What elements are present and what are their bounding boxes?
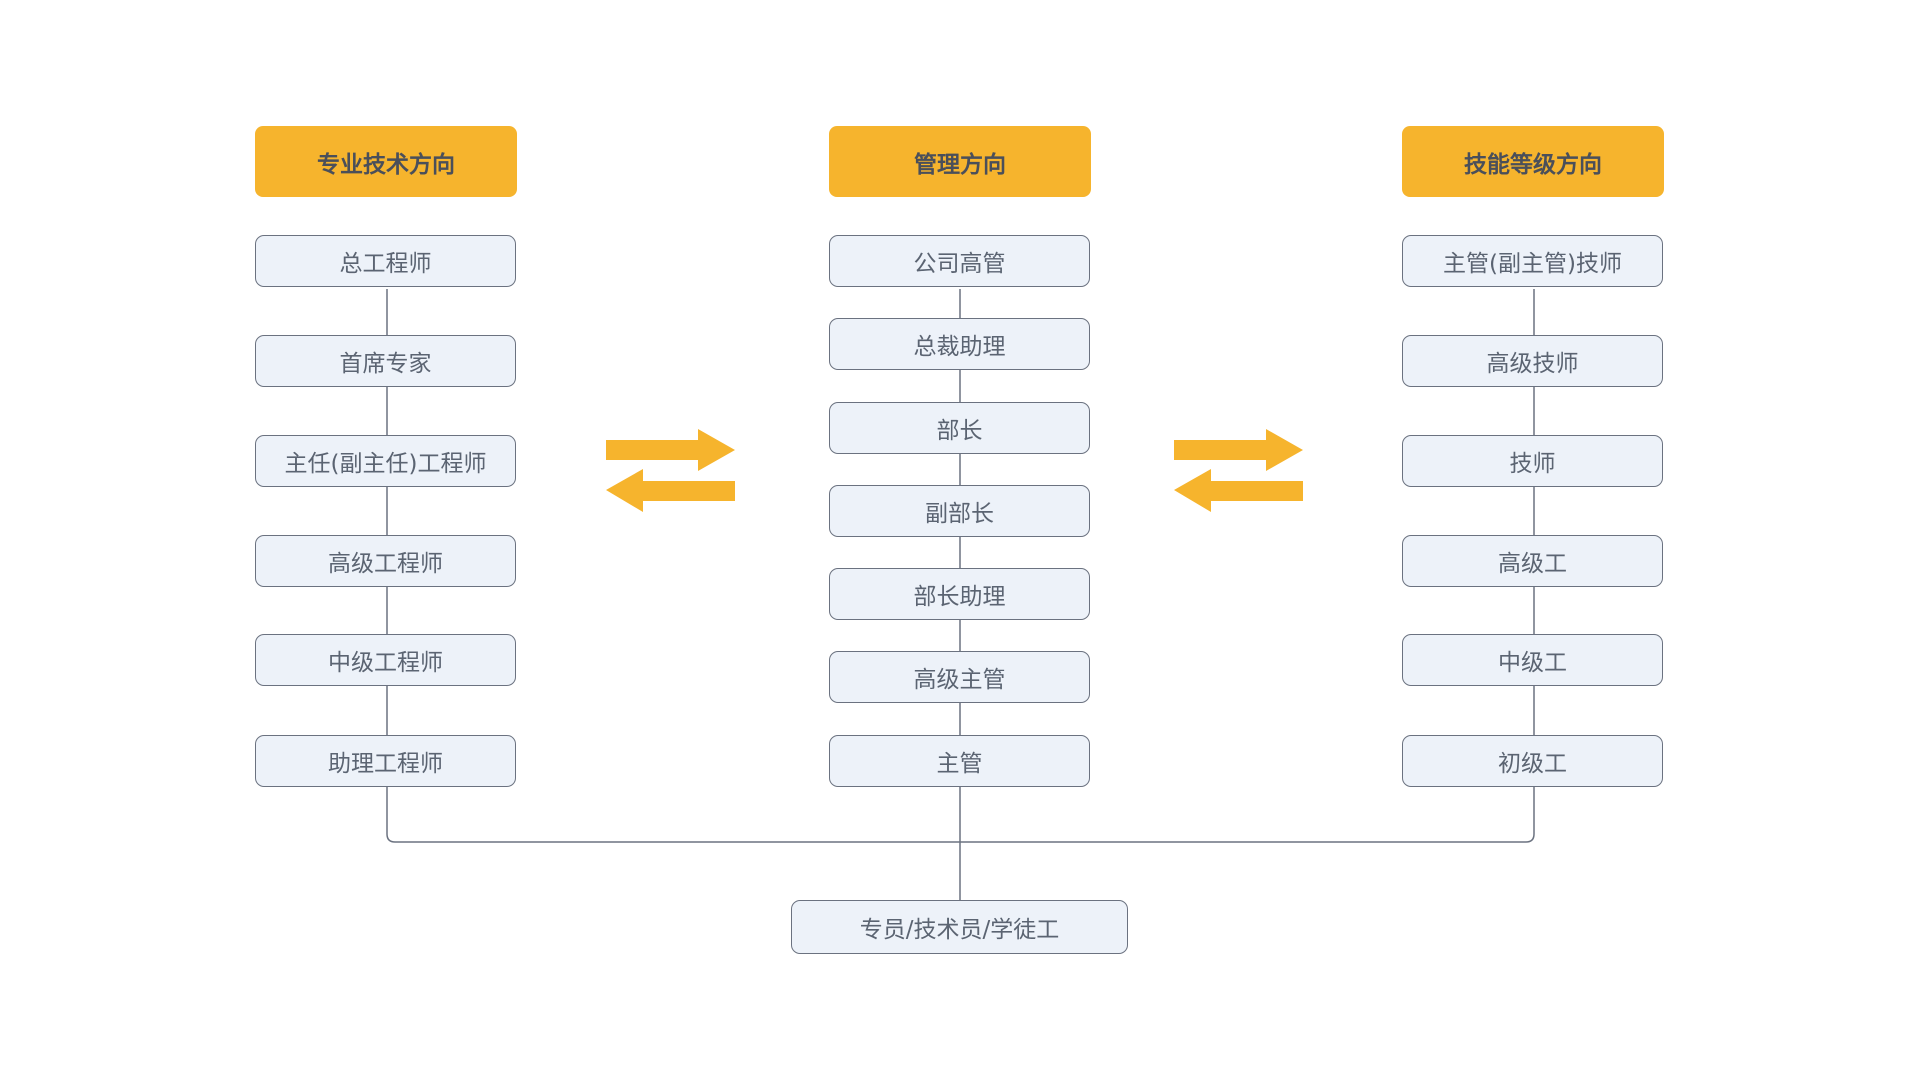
position-box-management: 部长助理 bbox=[829, 568, 1090, 620]
column-header-skill: 技能等级方向 bbox=[1402, 126, 1664, 197]
position-box-skill: 主管(副主管)技师 bbox=[1402, 235, 1663, 287]
position-box-technical: 总工程师 bbox=[255, 235, 516, 287]
position-box-skill: 高级技师 bbox=[1402, 335, 1663, 387]
position-box-technical: 首席专家 bbox=[255, 335, 516, 387]
position-box-technical: 助理工程师 bbox=[255, 735, 516, 787]
position-box-management: 主管 bbox=[829, 735, 1090, 787]
double-arrow-exchange-icon bbox=[1174, 429, 1303, 512]
position-box-technical: 高级工程师 bbox=[255, 535, 516, 587]
position-box-technical: 中级工程师 bbox=[255, 634, 516, 686]
position-box-skill: 初级工 bbox=[1402, 735, 1663, 787]
double-arrow-exchange-icon bbox=[606, 429, 735, 512]
position-box-management: 高级主管 bbox=[829, 651, 1090, 703]
position-box-skill: 高级工 bbox=[1402, 535, 1663, 587]
position-box-skill: 技师 bbox=[1402, 435, 1663, 487]
position-box-management: 部长 bbox=[829, 402, 1090, 454]
column-header-technical: 专业技术方向 bbox=[255, 126, 517, 197]
base-level-box: 专员/技术员/学徒工 bbox=[791, 900, 1128, 954]
position-box-management: 总裁助理 bbox=[829, 318, 1090, 370]
position-box-skill: 中级工 bbox=[1402, 634, 1663, 686]
position-box-technical: 主任(副主任)工程师 bbox=[255, 435, 516, 487]
position-box-management: 副部长 bbox=[829, 485, 1090, 537]
position-box-management: 公司高管 bbox=[829, 235, 1090, 287]
column-header-management: 管理方向 bbox=[829, 126, 1091, 197]
